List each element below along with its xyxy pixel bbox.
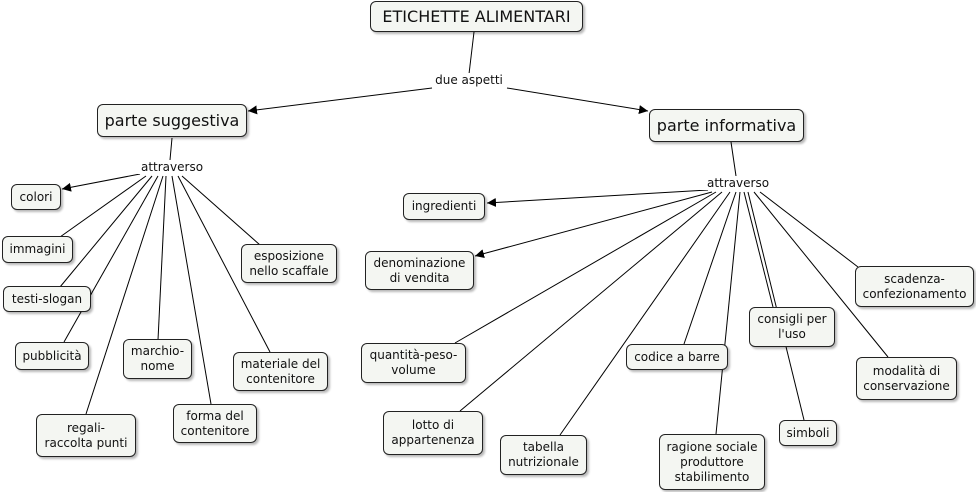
link-root-due-aspetti <box>468 31 475 75</box>
link-attraverso-forma <box>171 175 212 405</box>
link-attraverso-consigli <box>743 191 774 308</box>
concept-marchio-nome[interactable]: marchio- nome <box>123 339 192 379</box>
concept-regali-raccolta-punti[interactable]: regali- raccolta punti <box>36 414 136 457</box>
concept-etichette-alimentari[interactable]: ETICHETTE ALIMENTARI <box>370 1 583 32</box>
link-attraverso-colori <box>61 173 141 192</box>
link-attraverso-esposizione <box>181 175 261 246</box>
concept-esposizione-scaffale[interactable]: esposizione nello scaffale <box>241 244 337 283</box>
link-due-aspetti-suggestiva <box>247 87 433 115</box>
concept-quantita-peso-volume[interactable]: quantità-peso- volume <box>361 343 466 383</box>
link-attraverso-modalita <box>753 191 889 358</box>
link-attraverso-codice <box>683 191 737 345</box>
concept-tabella-nutrizionale[interactable]: tabella nutrizionale <box>500 435 587 475</box>
concept-immagini[interactable]: immagini <box>2 236 73 263</box>
link-attraverso-denominazione <box>474 191 713 258</box>
link-attraverso-lotto <box>459 191 723 412</box>
concept-pubblicita[interactable]: pubblicità <box>15 342 89 370</box>
link-informativa-attraverso <box>730 141 737 177</box>
concept-testi-slogan[interactable]: testi-slogan <box>3 286 91 312</box>
link-attraverso-regali <box>85 175 164 415</box>
link-attraverso-testi-slogan <box>59 175 153 288</box>
link-attraverso-quantita <box>454 191 717 344</box>
link-attraverso-marchio <box>157 175 167 341</box>
concept-denominazione-vendita[interactable]: denominazione di vendita <box>365 251 474 290</box>
link-attraverso-tabella <box>559 191 731 436</box>
link-due-aspetti-informativa <box>506 87 649 114</box>
link-attraverso-materiale <box>177 175 271 353</box>
concept-consigli-uso[interactable]: consigli per l'uso <box>749 307 835 347</box>
link-attraverso-immagini <box>59 175 147 238</box>
concept-ingredienti[interactable]: ingredienti <box>403 193 485 220</box>
link-label-attraverso-suggestiva: attraverso <box>134 160 210 174</box>
link-label-attraverso-informativa: attraverso <box>700 176 776 190</box>
link-attraverso-ragione <box>715 191 741 435</box>
concept-colori[interactable]: colori <box>11 184 61 210</box>
concept-ragione-sociale[interactable]: ragione sociale produttore stabilimento <box>659 434 765 490</box>
concept-lotto-appartenenza[interactable]: lotto di appartenenza <box>383 411 483 455</box>
concept-simboli[interactable]: simboli <box>779 420 837 446</box>
link-attraverso-scadenza <box>759 191 859 268</box>
concept-parte-suggestiva[interactable]: parte suggestiva <box>97 104 247 137</box>
concept-modalita-conservazione[interactable]: modalità di conservazione <box>856 357 957 400</box>
concept-forma-contenitore[interactable]: forma del contenitore <box>173 404 257 443</box>
link-suggestiva-attraverso <box>169 137 173 161</box>
link-attraverso-ingredienti <box>486 189 709 207</box>
link-attraverso-simboli <box>747 191 805 421</box>
concept-materiale-contenitore[interactable]: materiale del contenitore <box>233 352 328 391</box>
concept-scadenza-confezionamento[interactable]: scadenza- confezionamento <box>855 266 974 307</box>
link-label-due-aspetti: due aspetti <box>431 73 507 87</box>
concept-codice-a-barre[interactable]: codice a barre <box>626 344 728 370</box>
concept-parte-informativa[interactable]: parte informativa <box>649 109 804 142</box>
link-attraverso-pubblicita <box>63 175 159 343</box>
